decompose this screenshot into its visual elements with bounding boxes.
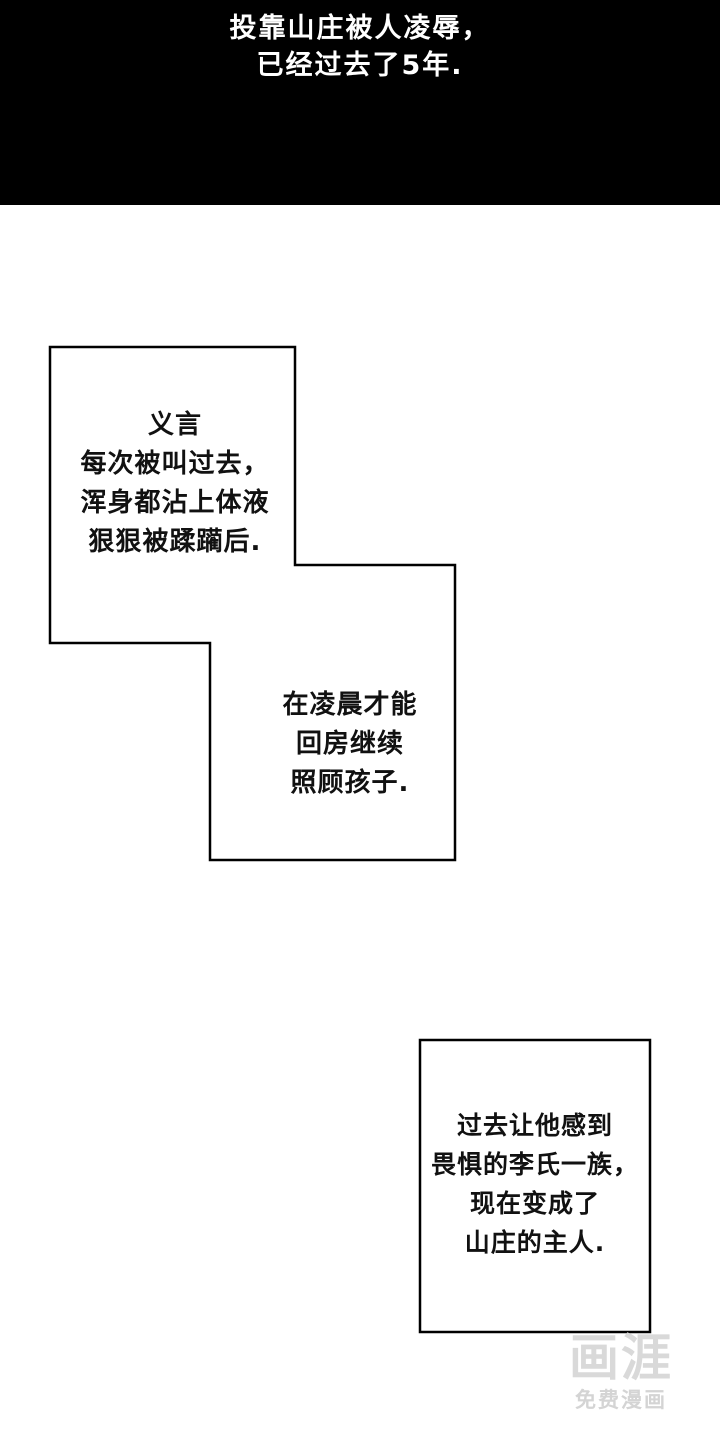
stepped-caption-box [48,345,457,862]
caption-bottom-line-1: 过去让他感到 [456,1111,613,1140]
caption-lower-line-3: 照顾孩子. [290,768,410,798]
caption-lower-line-2: 回房继续 [295,729,404,759]
narration-band: 投靠山庄被人凌辱， 已经过去了5年. [0,0,720,205]
watermark-logo: 画涯 [569,1329,673,1387]
caption-upper-line-4: 狠狠被蹂躏后. [88,527,262,557]
narration-line-1: 投靠山庄被人凌辱， [229,13,491,44]
narration-line-2: 已经过去了5年. [256,50,464,81]
caption-upper-line-3: 浑身都沾上体液 [80,488,270,518]
caption-lower: 在凌晨才能 回房继续 照顾孩子. [240,686,460,803]
caption-bottom-line-4: 山庄的主人. [464,1228,606,1257]
caption-lower-line-1: 在凌晨才能 [282,690,418,720]
narration-text: 投靠山庄被人凌辱， 已经过去了5年. [0,10,720,84]
caption-bottom-line-3: 现在变成了 [469,1189,600,1218]
caption-upper: 义言 每次被叫过去， 浑身都沾上体液 狠狠被蹂躏后. [50,406,300,562]
caption-bottom: 过去让他感到 畏惧的李氏一族， 现在变成了 山庄的主人. [420,1106,650,1262]
caption-bottom-line-2: 畏惧的李氏一族， [430,1150,639,1179]
watermark-caption: 免费漫画 [575,1388,667,1412]
caption-upper-line-1: 义言 [147,410,202,440]
bottom-caption-box [418,1038,652,1334]
caption-upper-line-2: 每次被叫过去， [80,449,270,479]
